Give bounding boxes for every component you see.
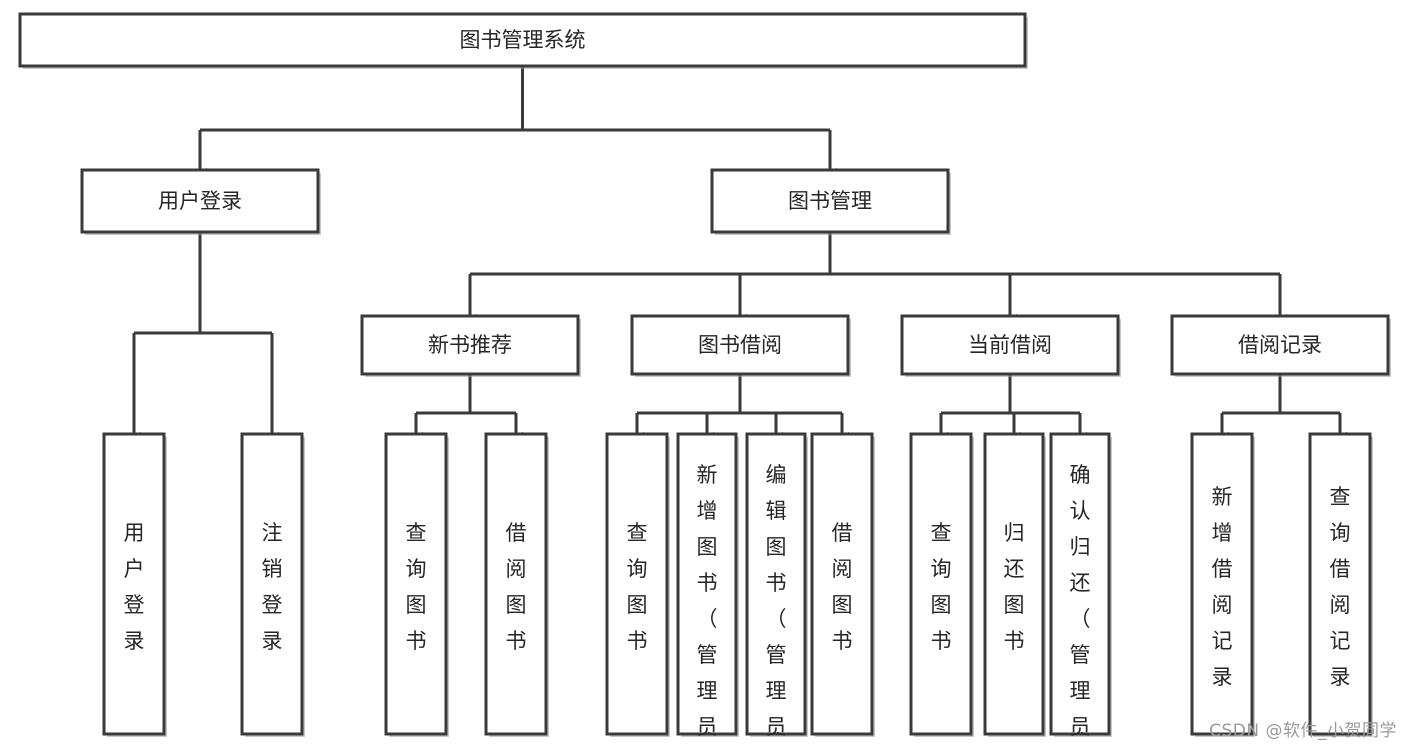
node-rect[interactable] xyxy=(1190,432,1254,736)
node-book-borrow[interactable]: 图书借阅 xyxy=(630,314,851,377)
node-label: 图书管理系统 xyxy=(460,28,586,52)
node-label: 归还图书 xyxy=(1004,521,1025,653)
node-rect[interactable] xyxy=(1308,432,1372,736)
node-label: 用户登录 xyxy=(158,189,242,213)
node-leaf-query-book-3[interactable]: 查询图书 xyxy=(909,432,974,737)
node-rect[interactable] xyxy=(484,432,548,736)
node-rect[interactable] xyxy=(384,432,448,736)
node-rect[interactable] xyxy=(360,314,580,376)
node-leaf-confirm-return[interactable]: 确认归还（管理员） xyxy=(1049,432,1112,747)
node-rect[interactable] xyxy=(18,12,1027,68)
node-leaf-add-record[interactable]: 新增借阅记录 xyxy=(1190,432,1255,737)
node-rect[interactable] xyxy=(909,432,973,736)
node-label: 确认归还（管理员） xyxy=(1070,463,1091,747)
node-root[interactable]: 图书管理系统 xyxy=(18,12,1028,69)
node-label: 借阅图书 xyxy=(506,521,527,653)
node-leaf-logout[interactable]: 注销登录 xyxy=(240,432,305,737)
connectors-layer xyxy=(127,66,1347,444)
node-label: 注销登录 xyxy=(262,521,283,653)
node-label: 编辑图书（管理员） xyxy=(766,463,787,747)
node-rect[interactable] xyxy=(710,168,950,234)
node-leaf-edit-book[interactable]: 编辑图书（管理员） xyxy=(745,432,808,747)
node-rect[interactable] xyxy=(240,432,304,736)
node-rect[interactable] xyxy=(745,432,807,736)
nodes-layer: 图书管理系统用户登录图书管理新书推荐图书借阅当前借阅借阅记录用户登录注销登录查询… xyxy=(18,12,1391,747)
node-rect[interactable] xyxy=(102,432,166,736)
node-rect[interactable] xyxy=(1170,314,1390,376)
node-label: 新增图书（管理员） xyxy=(697,463,718,747)
node-label: 当前借阅 xyxy=(968,333,1052,357)
node-label: 借阅记录 xyxy=(1238,333,1322,357)
node-label: 新书推荐 xyxy=(428,333,512,357)
node-leaf-query-book-2[interactable]: 查询图书 xyxy=(605,432,670,737)
node-label: 新增借阅记录 xyxy=(1212,485,1233,689)
node-rect[interactable] xyxy=(630,314,850,376)
node-leaf-query-book-1[interactable]: 查询图书 xyxy=(384,432,449,737)
node-rect[interactable] xyxy=(900,314,1120,376)
node-user-login[interactable]: 用户登录 xyxy=(80,168,321,235)
node-rect[interactable] xyxy=(983,432,1045,736)
node-leaf-query-record[interactable]: 查询借阅记录 xyxy=(1308,432,1373,737)
node-new-book-rec[interactable]: 新书推荐 xyxy=(360,314,581,377)
node-label: 图书借阅 xyxy=(698,333,782,357)
node-label: 查询图书 xyxy=(406,521,427,653)
node-label: 查询图书 xyxy=(627,521,648,653)
node-leaf-borrow-book-1[interactable]: 借阅图书 xyxy=(484,432,549,737)
node-rect[interactable] xyxy=(1049,432,1111,736)
node-rect[interactable] xyxy=(810,432,874,736)
node-book-manage[interactable]: 图书管理 xyxy=(710,168,951,235)
node-current-borrow[interactable]: 当前借阅 xyxy=(900,314,1121,377)
node-leaf-user-login[interactable]: 用户登录 xyxy=(102,432,167,737)
node-rect[interactable] xyxy=(676,432,738,736)
node-label: 查询借阅记录 xyxy=(1330,485,1351,689)
node-label: 用户登录 xyxy=(124,521,145,653)
node-label: 查询图书 xyxy=(931,521,952,653)
node-leaf-borrow-book-2[interactable]: 借阅图书 xyxy=(810,432,875,737)
node-rect[interactable] xyxy=(80,168,320,234)
node-leaf-return-book[interactable]: 归还图书 xyxy=(983,432,1046,737)
node-rect[interactable] xyxy=(605,432,669,736)
node-borrow-record[interactable]: 借阅记录 xyxy=(1170,314,1391,377)
node-leaf-add-book[interactable]: 新增图书（管理员） xyxy=(676,432,739,747)
node-label: 借阅图书 xyxy=(832,521,853,653)
node-label: 图书管理 xyxy=(788,189,872,213)
